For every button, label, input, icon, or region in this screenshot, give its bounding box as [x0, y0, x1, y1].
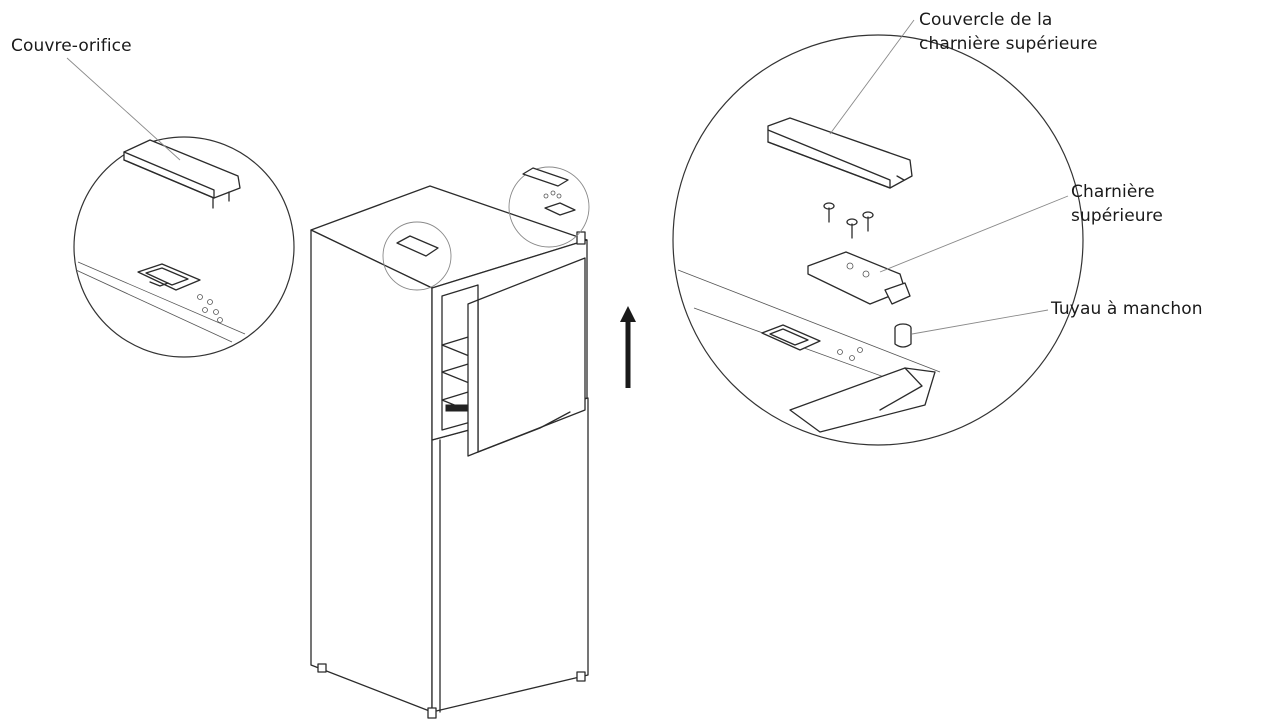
top-hinge-label: Charnière supérieure: [1071, 180, 1163, 228]
sleeve-pipe-part: [894, 323, 912, 348]
top-hinge-part: [807, 251, 911, 305]
top-hinge-label-line2: supérieure: [1071, 206, 1163, 226]
socket: [761, 324, 821, 351]
top-hinge-cover-label-line2: charnière supérieure: [919, 34, 1098, 54]
vent-cover-label-text: Couvre-orifice: [11, 36, 132, 56]
sleeve-pipe-label: Tuyau à manchon: [1051, 297, 1203, 321]
top-hinge-detail-circle: [672, 19, 1084, 446]
refrigerator: [310, 166, 590, 719]
vent-cover-detail-circle: [66, 57, 295, 358]
vent-socket: [137, 263, 201, 291]
top-hinge-label-line1: Charnière: [1071, 182, 1155, 202]
top-hinge-cover-label: Couvercle de la charnière supérieure: [919, 8, 1098, 56]
vent-cover-part: [123, 139, 241, 209]
screws: [823, 202, 874, 239]
arrow-up-icon: [620, 306, 636, 388]
top-hinge-cover-part: [767, 117, 913, 189]
top-hinge-cover-label-line1: Couvercle de la: [919, 10, 1053, 30]
vent-cover-label: Couvre-orifice: [11, 34, 132, 58]
sleeve-pipe-label-text: Tuyau à manchon: [1051, 299, 1203, 319]
